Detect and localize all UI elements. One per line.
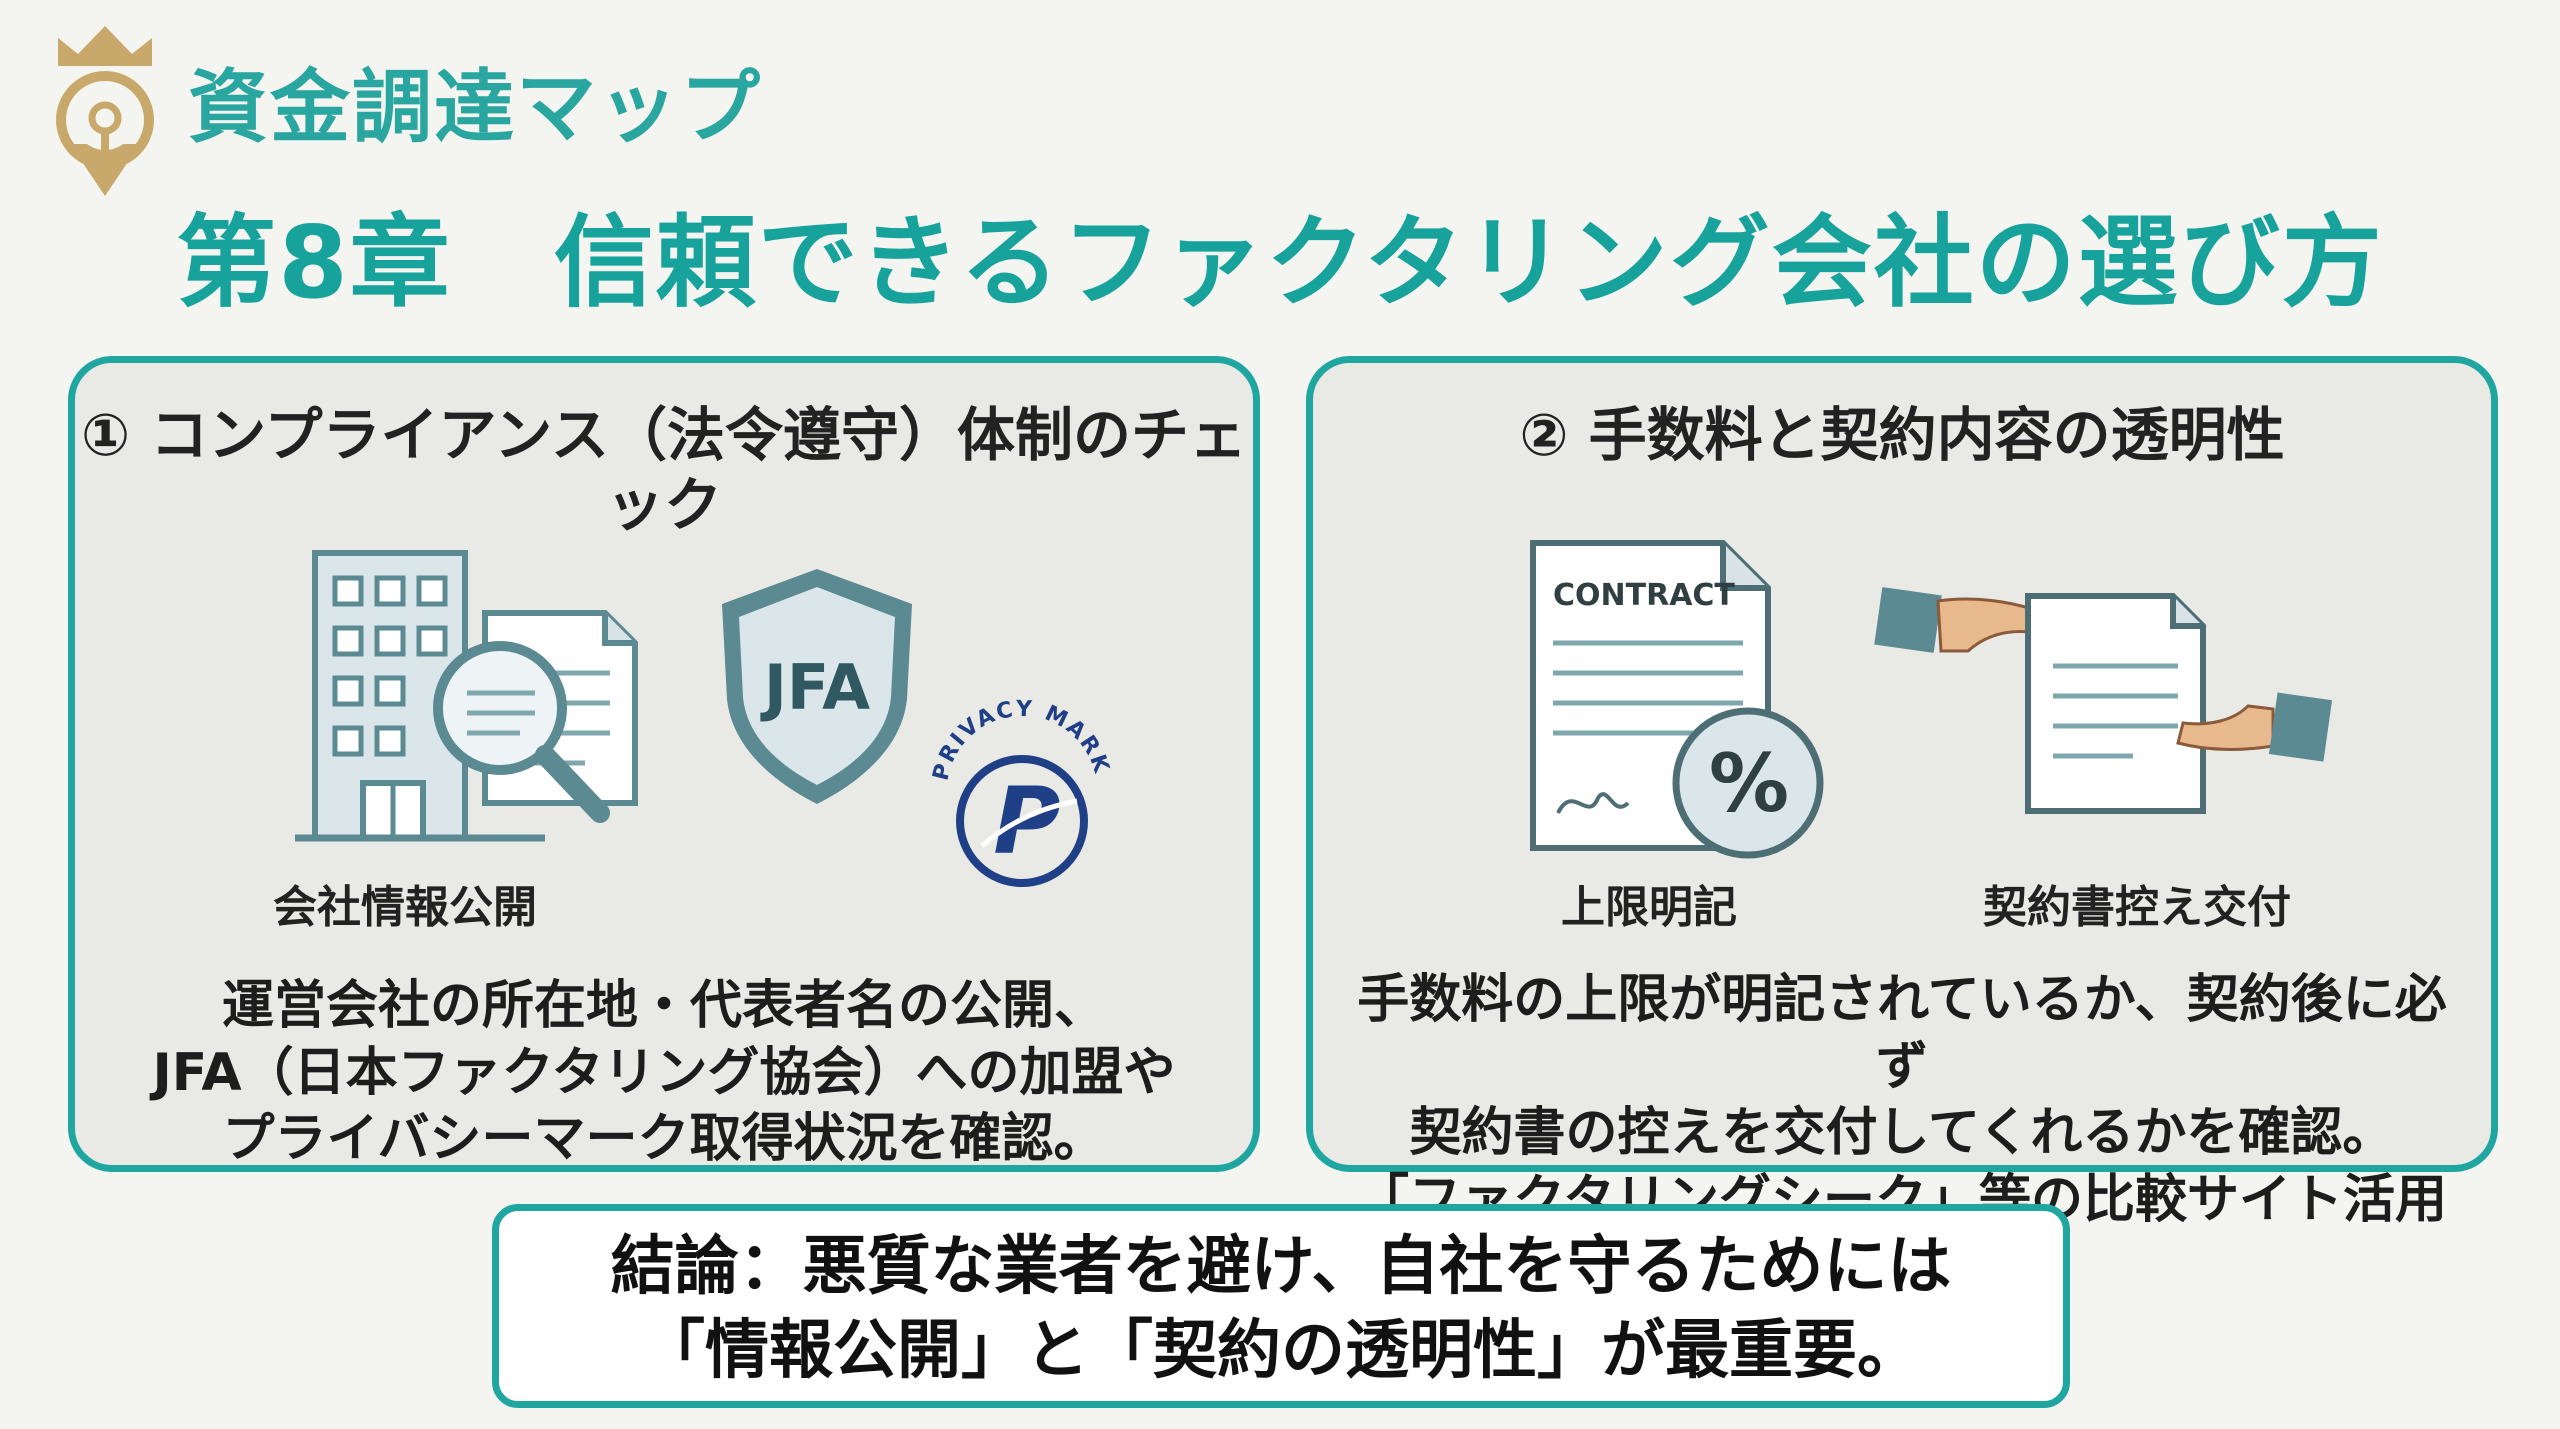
contract-document-icon: CONTRACT % (1513, 533, 1843, 863)
description-line: プライバシーマーク取得状況を確認。 (222, 1109, 1106, 1170)
privacy-mark-icon: PRIVACY MARK P (927, 681, 1117, 891)
compliance-description: 運営会社の所在地・代表者名の公開、 JFA（日本ファクタリング協会）への加盟や … (95, 973, 1233, 1173)
conclusion-line: 結論：悪質な業者を避け、自社を守るためには (610, 1230, 1952, 1304)
conclusion-line: 「情報公開」と「契約の透明性」が最重要。 (641, 1313, 1921, 1388)
description-line: 契約書の控えを交付してくれるかを確認。 (1409, 1103, 2395, 1164)
brand-name: 資金調達マップ (188, 61, 762, 154)
percent-symbol: % (1709, 737, 1789, 830)
contract-label: CONTRACT (1553, 578, 1735, 613)
shield-label: JFA (760, 651, 870, 724)
handover-caption: 契約書控え交付 (1983, 882, 2291, 933)
building-magnifier-icon (235, 533, 735, 853)
compliance-panel: ① コンプライアンス（法令遵守）体制のチェック (68, 356, 1260, 1172)
privacy-mark-letter: P (993, 768, 1060, 875)
crown-pin-logo-icon (40, 18, 170, 198)
document-handover-icon (1873, 571, 2333, 831)
panel-heading: ② 手数料と契約内容の透明性 (1519, 401, 2285, 469)
panel-heading: ① コンプライアンス（法令遵守）体制のチェック (80, 401, 1248, 539)
description-line: 手数料の上限が明記されているか、契約後に必ず (1357, 970, 2447, 1097)
jfa-shield-icon: JFA (707, 559, 927, 809)
building-caption: 会社情報公開 (273, 882, 537, 933)
transparency-panel: ② 手数料と契約内容の透明性 CONTRACT % 上限明記 (1306, 356, 2498, 1296)
description-line: JFA（日本ファクタリング協会）への加盟や (152, 1042, 1176, 1103)
page-title: 第8章 信頼できるファクタリング会社の選び方 (176, 204, 2384, 321)
description-line: 運営会社の所在地・代表者名の公開、 (221, 976, 1106, 1036)
conclusion-box: 結論：悪質な業者を避け、自社を守るためには 「情報公開」と「契約の透明性」が最重… (492, 1204, 2070, 1408)
contract-caption: 上限明記 (1561, 882, 1737, 933)
